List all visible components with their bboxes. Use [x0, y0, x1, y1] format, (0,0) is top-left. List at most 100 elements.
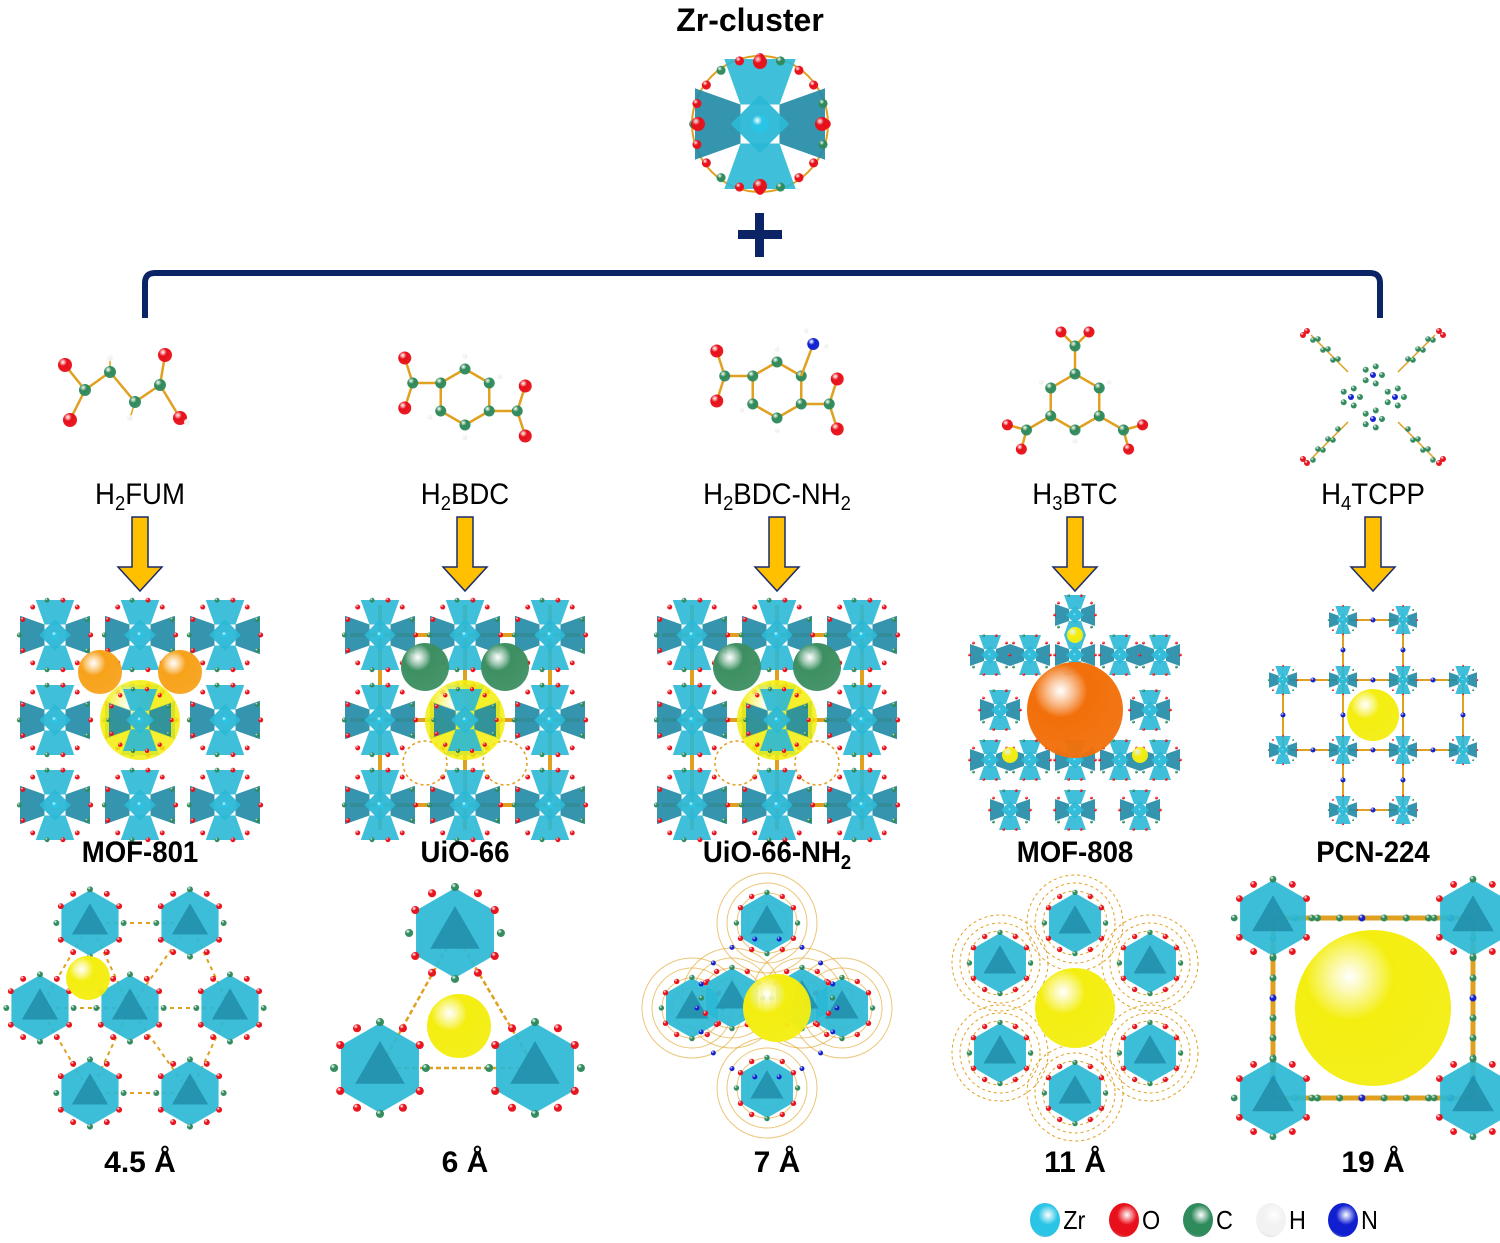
atom-c — [992, 689, 996, 692]
atom-c — [747, 370, 759, 382]
zr-cluster-unit — [1387, 664, 1419, 696]
zr-polyhedron — [1335, 624, 1351, 634]
atom-c — [84, 733, 90, 738]
atom-c — [1093, 382, 1105, 394]
zr-polyhedron — [1467, 672, 1477, 688]
atom-o — [200, 774, 206, 780]
zr-polyhedron — [1275, 666, 1291, 676]
atom-o — [399, 774, 405, 780]
atom-c — [186, 802, 192, 808]
atom-zr — [1158, 758, 1162, 762]
atom-o — [865, 1020, 872, 1026]
atom-c — [1379, 372, 1385, 378]
atom-h — [774, 346, 780, 352]
zr-cluster-unit — [16, 682, 94, 758]
zr-polyhedron — [530, 645, 570, 670]
linker-mesh — [716, 872, 818, 974]
atom-o — [470, 597, 476, 603]
zr-polyhedron-face — [1058, 1075, 1092, 1104]
atom-h — [462, 353, 468, 359]
zr-polyhedron-face — [675, 990, 709, 1019]
zr-polyhedron-face — [211, 988, 249, 1020]
atom-o — [60, 597, 66, 603]
atom-c — [407, 377, 419, 389]
atom-o — [970, 975, 977, 981]
zr-polyhedron — [1149, 740, 1171, 754]
atom-o — [1451, 668, 1454, 671]
atom-c — [1384, 399, 1391, 406]
atom-c — [494, 617, 500, 622]
atom-c — [719, 370, 731, 382]
atom-o — [1152, 778, 1156, 781]
atom-c — [1269, 1014, 1277, 1022]
atom-o — [806, 717, 811, 723]
atom-c — [1072, 1059, 1078, 1066]
atom-zr — [751, 115, 769, 133]
zr-polyhedron — [122, 729, 158, 751]
atom-o — [1098, 758, 1101, 762]
atom-o — [1331, 759, 1334, 762]
atom-o — [867, 767, 873, 773]
atom-o — [972, 641, 975, 645]
atom-o — [1271, 738, 1274, 741]
mof-name-subscript: 2 — [840, 852, 852, 874]
ligand-label-subscript-2: 2 — [840, 493, 851, 515]
atom-c — [1357, 394, 1363, 400]
atom-o — [118, 693, 123, 698]
zr-polyhedron — [1166, 749, 1180, 771]
zr-polyhedron — [1166, 644, 1180, 666]
atom-o — [230, 752, 236, 758]
atom-zr — [858, 716, 866, 724]
atom-c — [1022, 634, 1026, 637]
atom-o — [1102, 641, 1105, 645]
linker-ring — [482, 740, 528, 786]
zr-polyhedron — [702, 615, 727, 655]
atom-o — [1057, 601, 1060, 605]
atom-o — [1155, 796, 1158, 800]
atom-c — [120, 920, 127, 926]
atom-n — [710, 1050, 716, 1056]
atom-c — [1102, 920, 1109, 926]
atom-o — [70, 1119, 77, 1126]
atom-n — [1340, 777, 1346, 783]
plus-vertical-bar — [755, 213, 764, 257]
atom-o — [1342, 823, 1344, 826]
atom-o — [1356, 809, 1359, 811]
atom-c — [1292, 738, 1295, 741]
atom-o — [968, 758, 971, 762]
atom-o — [837, 774, 843, 780]
zr-polyhedron — [1100, 644, 1114, 666]
atom-c — [1147, 1080, 1153, 1087]
atom-o — [742, 787, 748, 792]
atom-c — [44, 752, 50, 758]
atom-o — [1402, 604, 1404, 607]
atom-c — [1041, 1090, 1048, 1096]
atom-o — [1250, 881, 1258, 888]
atom-c — [891, 818, 897, 823]
atom-c — [1320, 347, 1326, 353]
atom-c — [1425, 446, 1431, 452]
atom-y — [743, 974, 811, 1042]
atom-o — [498, 632, 504, 638]
zr-polyhedron — [35, 685, 75, 710]
atom-zr — [51, 631, 59, 639]
atom-c — [653, 717, 659, 723]
atom-c — [87, 1123, 93, 1130]
atom-c — [716, 173, 726, 183]
atom-o — [1331, 819, 1334, 822]
atom-o — [355, 830, 361, 836]
zr-cluster-unit — [968, 634, 1012, 676]
atom-o — [88, 802, 94, 808]
atom-o — [1451, 738, 1454, 741]
atom-o — [428, 968, 437, 977]
atom-c — [733, 1085, 740, 1091]
zr-cluster-unit — [1098, 739, 1142, 781]
zr-polyhedron — [1275, 754, 1291, 764]
atom-c — [771, 356, 783, 368]
atom-o — [667, 604, 673, 610]
atom-c — [1002, 789, 1006, 792]
zr-polyhedron — [120, 770, 160, 795]
atom-o — [714, 968, 720, 975]
atom-o — [1165, 696, 1168, 700]
atom-o — [881, 689, 887, 695]
